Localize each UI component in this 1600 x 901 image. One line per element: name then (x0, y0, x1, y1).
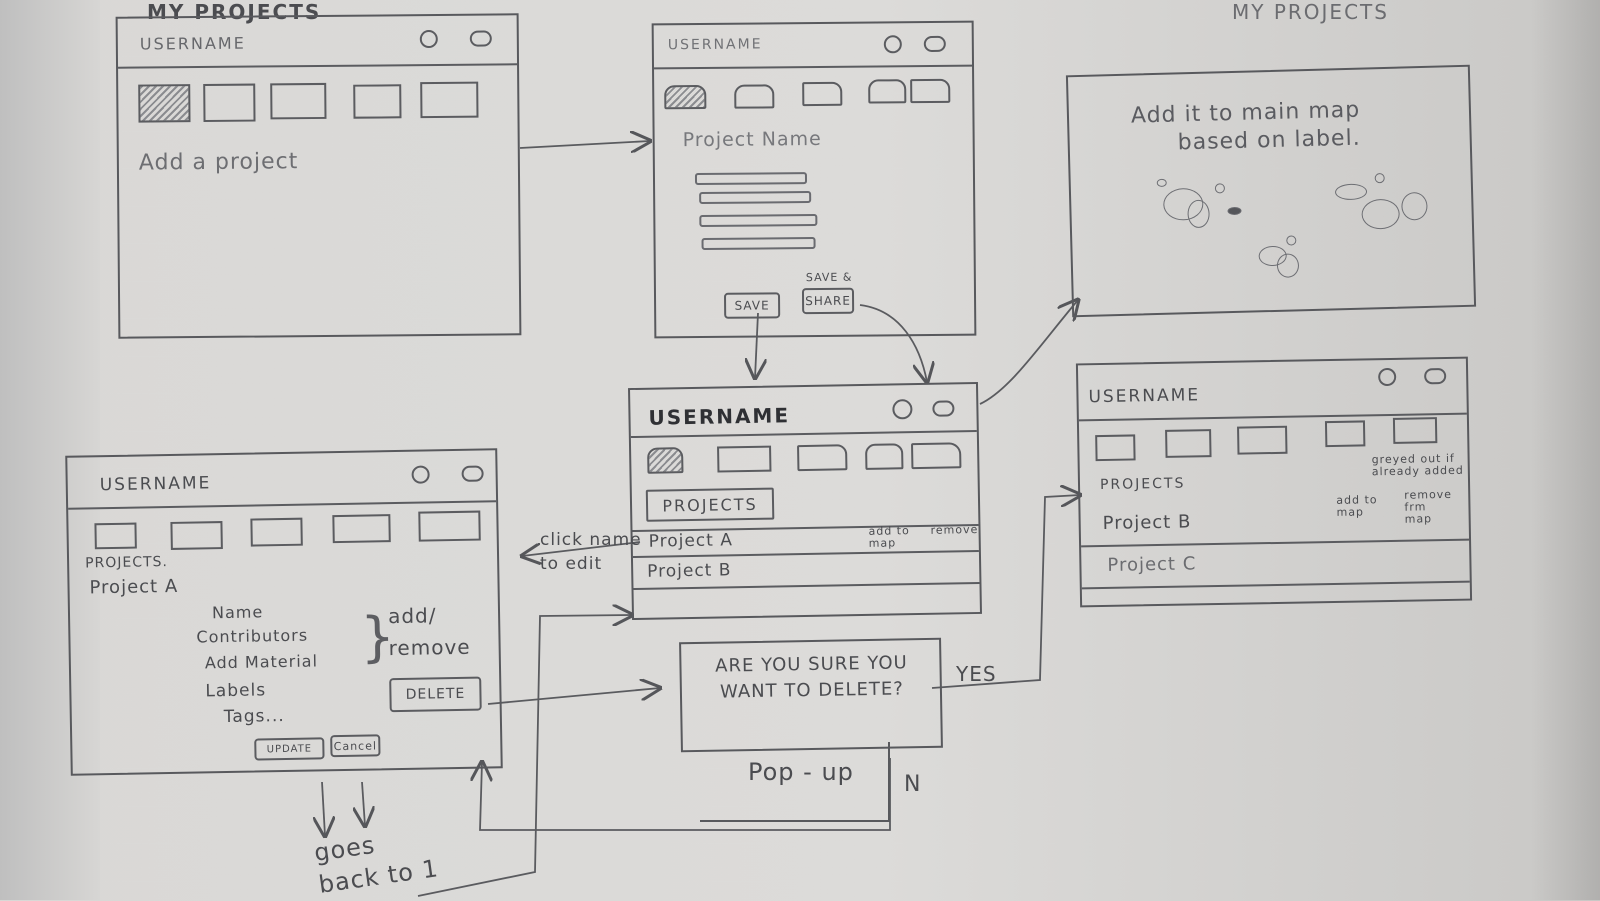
page-title-right: MY PROJECTS (1232, 0, 1389, 24)
field-tags[interactable]: Tags... (224, 706, 285, 727)
profile-icon[interactable] (892, 399, 912, 419)
project-tab-4[interactable] (353, 84, 401, 118)
project-c-name-link[interactable]: Project C (1107, 553, 1196, 576)
panel-5-projects-added: USERNAME PROJECTS Project B greyed out i… (1076, 357, 1472, 608)
project-tab-3[interactable] (802, 82, 842, 106)
profile-icon[interactable] (1378, 368, 1396, 386)
project-tab-1[interactable] (664, 85, 706, 109)
settings-icon[interactable] (470, 30, 492, 46)
project-tab-1[interactable] (647, 447, 683, 474)
profile-icon[interactable] (411, 465, 429, 483)
settings-icon[interactable] (1424, 368, 1446, 384)
delete-confirm-popup: ARE YOU SURE YOU WANT TO DELETE? (679, 638, 943, 753)
form-field-2[interactable] (699, 191, 811, 204)
cancel-button[interactable]: Cancel (330, 734, 380, 757)
project-tab-3[interactable] (1237, 426, 1287, 455)
project-tab-4[interactable] (865, 443, 903, 470)
project-tab-5[interactable] (420, 82, 478, 119)
panel-2-new-project: USERNAME Project Name SAVE SAVE & SHARE (652, 21, 977, 339)
project-tab-4[interactable] (868, 79, 906, 103)
remove-from-map-button[interactable]: remove frm map (1404, 489, 1449, 526)
add-project-link[interactable]: Add a project (139, 149, 299, 175)
username-label: USERNAME (668, 36, 763, 53)
project-b-name-link[interactable]: Project B (1103, 511, 1192, 534)
project-name-field[interactable]: Project Name (683, 128, 822, 151)
project-tab-1[interactable] (138, 84, 190, 122)
project-tab-1[interactable] (94, 523, 136, 550)
panel-4-projects-list: USERNAME PROJECTS Project A add to map r… (628, 382, 982, 620)
add-to-map-button[interactable]: add to map (868, 525, 914, 550)
add-to-map-button[interactable]: add to map (1336, 494, 1386, 519)
project-a-name-link[interactable]: Project A (649, 530, 734, 551)
project-tab-1[interactable] (1095, 434, 1135, 461)
project-tab-2[interactable] (734, 84, 774, 108)
projects-header: PROJECTS (646, 488, 775, 522)
form-field-4[interactable] (702, 237, 816, 250)
remove-button[interactable]: remove (930, 524, 978, 537)
project-a-title: Project A (89, 576, 178, 599)
form-field-1[interactable] (695, 172, 807, 185)
project-tab-4[interactable] (332, 514, 390, 543)
project-tab-5[interactable] (910, 79, 950, 103)
form-field-3[interactable] (699, 214, 817, 227)
projects-header: PROJECTS. (85, 554, 168, 571)
projects-header: PROJECTS (1100, 476, 1186, 493)
delete-button[interactable]: DELETE (389, 677, 482, 713)
project-tab-2[interactable] (717, 446, 771, 473)
username-label: USERNAME (648, 403, 790, 429)
popup-message: ARE YOU SURE YOU WANT TO DELETE? (701, 650, 922, 706)
project-tab-3[interactable] (797, 444, 847, 471)
no-option[interactable]: N (904, 772, 921, 797)
project-tab-5[interactable] (418, 511, 481, 542)
add-remove-note: add/ remove (388, 598, 489, 664)
project-tab-3[interactable] (250, 518, 302, 547)
project-tab-2[interactable] (203, 84, 255, 122)
username-label: USERNAME (140, 34, 246, 54)
panel-1-home: USERNAME Add a project (116, 13, 522, 339)
map-cluster-right (1320, 167, 1452, 250)
map-caption-line-2: based on label. (1177, 126, 1361, 156)
settings-icon[interactable] (924, 36, 946, 52)
project-tab-2[interactable] (1165, 429, 1211, 458)
field-labels[interactable]: Labels (205, 680, 266, 701)
project-tab-5[interactable] (911, 442, 961, 469)
save-and-share-button[interactable]: SHARE (802, 288, 854, 314)
field-name[interactable]: Name (212, 602, 264, 622)
username-label: USERNAME (1088, 385, 1200, 407)
map-cluster-bottom (1256, 235, 1317, 287)
project-tab-2[interactable] (170, 521, 222, 550)
project-tab-5[interactable] (1393, 417, 1437, 444)
popup-label: Pop - up (748, 758, 854, 786)
paper-right-shadow (1530, 0, 1600, 900)
profile-icon[interactable] (884, 35, 902, 53)
click-name-annotation: click name to edit (540, 528, 650, 576)
username-label: USERNAME (100, 473, 212, 495)
project-tab-3[interactable] (270, 83, 326, 119)
project-b-name-link[interactable]: Project B (647, 560, 732, 581)
profile-icon[interactable] (420, 30, 438, 48)
settings-icon[interactable] (932, 400, 954, 416)
map-caption-line-1: Add it to main map (1131, 98, 1361, 129)
yes-option[interactable]: YES (956, 662, 997, 686)
panel-6-edit-project: USERNAME PROJECTS. Project A Name Contri… (65, 448, 503, 775)
update-button[interactable]: UPDATE (254, 737, 324, 760)
greyed-out-note: greyed out if already added (1372, 453, 1470, 479)
field-material[interactable]: Add Material (205, 651, 318, 672)
save-button[interactable]: SAVE (724, 292, 780, 318)
field-contributors[interactable]: Contributors (196, 626, 308, 647)
project-tab-4[interactable] (1325, 420, 1365, 447)
goes-back-annotation: goes back to 1 (312, 819, 450, 900)
settings-icon[interactable] (461, 465, 483, 481)
save-and-share-caption: SAVE & (806, 272, 853, 284)
panel-3-main-map: Add it to main map based on label. (1066, 65, 1476, 317)
